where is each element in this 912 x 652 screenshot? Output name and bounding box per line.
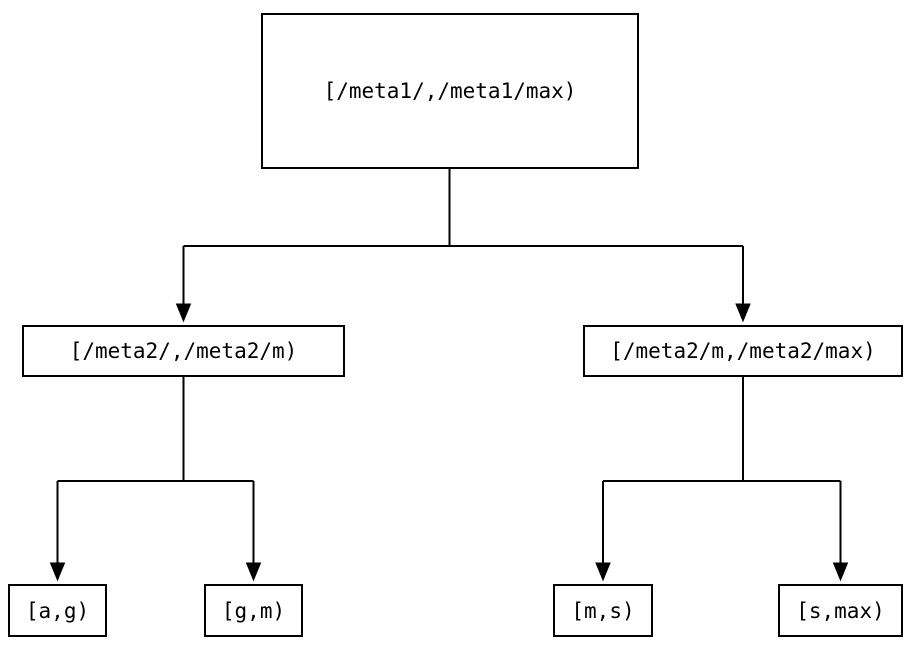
arrowhead-leaf-smax bbox=[832, 562, 849, 582]
arrowhead-leaf-ag bbox=[49, 562, 66, 582]
tree-node-right-child: [/meta2/m,/meta2/max) bbox=[583, 325, 903, 377]
edge-left-to-children bbox=[49, 377, 262, 582]
tree-node-leaf-gm: [g,m) bbox=[204, 584, 303, 637]
arrowhead-right-child bbox=[735, 303, 751, 323]
edge-root-to-children bbox=[175, 169, 751, 323]
tree-node-leaf-ms: [m,s) bbox=[553, 584, 653, 637]
arrowhead-leaf-ms bbox=[595, 562, 611, 582]
tree-node-leaf-ag: [a,g) bbox=[8, 584, 107, 637]
tree-node-root: [/meta1/,/meta1/max) bbox=[261, 13, 639, 169]
tree-node-leaf-smax: [s,max) bbox=[778, 584, 903, 637]
arrowhead-left-child bbox=[175, 303, 192, 323]
arrowhead-leaf-gm bbox=[245, 562, 262, 582]
tree-node-left-child: [/meta2/,/meta2/m) bbox=[22, 325, 345, 377]
edge-right-to-children bbox=[595, 377, 849, 582]
